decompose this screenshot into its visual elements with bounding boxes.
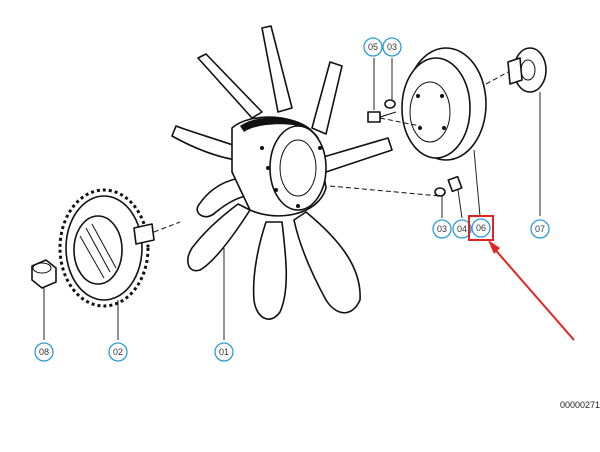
- drawing-number: 00000271: [560, 400, 600, 410]
- washer: [384, 99, 396, 109]
- fan-bolt-hole: [296, 204, 300, 208]
- highlight-box: [468, 215, 494, 241]
- callout-label-03: 03: [387, 42, 397, 52]
- pulley-hub: [409, 81, 451, 143]
- callout-02[interactable]: 02: [108, 342, 128, 362]
- fan-blade: [319, 137, 393, 173]
- callout-label-08: 08: [39, 347, 49, 357]
- callout-08[interactable]: 08: [34, 342, 54, 362]
- fan-bolt-hole: [260, 146, 264, 150]
- leader-06: [473, 149, 481, 217]
- callout-04[interactable]: 04: [452, 219, 472, 239]
- nut-top: [32, 262, 52, 274]
- flange-shaft: [507, 57, 523, 85]
- leader-04: [457, 189, 463, 219]
- clutch-rib: [85, 227, 111, 273]
- callout-label-03: 03: [437, 224, 447, 234]
- callout-label-06: 06: [476, 223, 486, 233]
- callout-03-upper[interactable]: 03: [382, 37, 402, 57]
- bolt-05: [367, 111, 397, 123]
- fan-pulley: [401, 47, 487, 161]
- fan-blade: [311, 61, 343, 135]
- pulley-hole: [418, 126, 422, 130]
- fan-hub-rim: [240, 117, 312, 132]
- arrow-head: [488, 240, 500, 254]
- callout-07[interactable]: 07: [530, 219, 550, 239]
- clutch-rib: [79, 235, 105, 279]
- fan-blade-assembly: [171, 25, 393, 320]
- axis-line: [153, 221, 181, 233]
- bolt-04: [447, 175, 463, 193]
- clutch-cooling-fins: [58, 188, 150, 308]
- axis-line: [379, 117, 421, 127]
- callout-label-07: 07: [535, 224, 545, 234]
- bolt-head: [447, 175, 463, 193]
- clutch-rib: [91, 223, 117, 269]
- callout-06[interactable]: 06: [471, 218, 491, 238]
- fan-blade: [252, 221, 288, 320]
- viscous-fan-clutch: [58, 188, 155, 308]
- bolt-head: [367, 111, 381, 123]
- fan-bolt-hole: [266, 166, 270, 170]
- pulley-hole: [440, 94, 444, 98]
- fan-blade: [197, 53, 263, 119]
- fan-blade: [261, 25, 293, 113]
- washer-03-upper: [384, 99, 396, 109]
- clutch-shaft: [133, 223, 155, 245]
- fan-blade: [171, 125, 237, 161]
- arrow-shaft: [491, 245, 575, 341]
- callout-label-02: 02: [113, 347, 123, 357]
- axis-line: [485, 71, 509, 85]
- callout-label-05: 05: [368, 42, 378, 52]
- pulley-hole: [442, 126, 446, 130]
- axis-line: [329, 185, 441, 197]
- callout-05[interactable]: 05: [363, 37, 383, 57]
- fan-hub-bore: [279, 139, 317, 197]
- pointer-arrow: [488, 240, 575, 341]
- pulley-groove: [401, 57, 471, 159]
- fan-bolt-hole: [318, 146, 322, 150]
- fan-blade: [293, 211, 361, 314]
- bolt-shank: [379, 111, 397, 118]
- washer: [434, 187, 446, 197]
- nut-body: [31, 259, 57, 289]
- pulley-hole: [416, 94, 420, 98]
- nut: [31, 259, 57, 289]
- callout-03-lower[interactable]: 03: [432, 219, 452, 239]
- fan-bolt-hole: [274, 188, 278, 192]
- fan-blade: [187, 203, 251, 272]
- hub-flange: [507, 47, 547, 93]
- fan-blade: [196, 177, 247, 218]
- callout-label-01: 01: [219, 347, 229, 357]
- washer-03-lower: [434, 187, 446, 197]
- callout-01[interactable]: 01: [214, 342, 234, 362]
- fan-hub-face: [269, 125, 327, 211]
- callout-label-04: 04: [457, 224, 467, 234]
